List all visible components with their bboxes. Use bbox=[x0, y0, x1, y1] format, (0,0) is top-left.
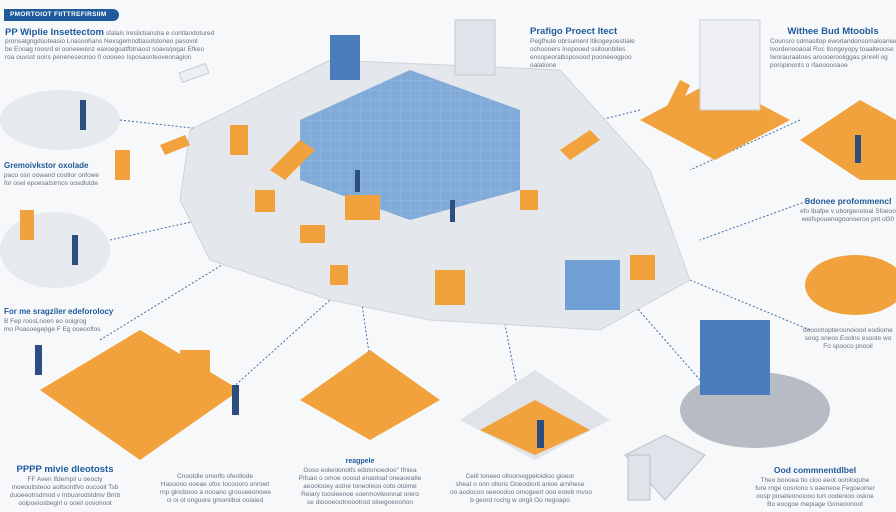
block-line: Bo eoogoe mepiage Goneoonoot bbox=[767, 501, 863, 508]
text-block-bottom-4: Ceitl toneeo olloorsegpeloidioo gioeor s… bbox=[450, 473, 593, 505]
block-line: Pegfhute obrsumenl Itikogeyoestiale bbox=[530, 38, 635, 45]
tablet-icon bbox=[178, 62, 210, 84]
block-line: roa ouvsst ooirs peneneseonoo 0 ooooeo I… bbox=[5, 54, 192, 61]
bottom-center-orange-platform bbox=[300, 350, 440, 440]
glass-cube bbox=[565, 260, 620, 310]
text-block-left-mid: Gremoivkstor oxolade paco osn oowand coo… bbox=[4, 160, 99, 188]
block-line: Ceitl toneeo olloorsegpeloidioo gioeor bbox=[465, 473, 575, 480]
block-line: Hasoono ooeae ofoc Iocoooro onrowt bbox=[160, 481, 270, 488]
block-line: ochoooers Inopooed ssitoonbites bbox=[530, 46, 626, 53]
text-block-top-right: Withee Bud Mtoobls Counsro cdmasltop ewo… bbox=[770, 26, 896, 70]
block-title: PP Wiplie Insettectom bbox=[5, 27, 104, 38]
block-line: fure rnge oosriono s eaeneoe Fegoeoiner bbox=[755, 485, 875, 492]
block-title: Prafigo Proect Itect bbox=[530, 26, 618, 37]
block-line: rnp gincbooo a nooano grooseeonowe bbox=[160, 489, 271, 496]
block-line: Counsro cdmasltop eworlandonsomaloaniacl bbox=[770, 38, 896, 45]
block-line: Ivordenooaoal Roc Itongeyopy toaalteoose bbox=[770, 46, 894, 53]
block-line: Goso eolenlonotfs edolonoeoloo" Ifniea bbox=[303, 467, 417, 474]
block-line: Reiary toosleenoe soermovteonnat orero bbox=[301, 491, 419, 498]
block-line: mo Poasoegepge F Eg ooeooflos bbox=[4, 326, 101, 333]
block-title: Withee Bud Mtoobls bbox=[787, 26, 879, 37]
tower-building bbox=[699, 19, 761, 111]
glass-building bbox=[300, 19, 770, 395]
text-block-bottom-5: Ood commnentdlbel Theo bonoea tlo cloo e… bbox=[750, 465, 880, 509]
left-top-pad bbox=[0, 90, 120, 150]
block-line: oolpoeiosbegirl o ooeil oovonoot bbox=[18, 500, 112, 507]
block-title: Ood commnentdlbel bbox=[773, 465, 857, 475]
block-line: oo aodocoo seeoodoo omogeert ooo eoteb m… bbox=[450, 489, 593, 496]
workers bbox=[35, 100, 861, 448]
block-line: se dioooeootnoootrod oloegoeoorlon bbox=[307, 499, 413, 506]
left-mid-pad bbox=[0, 212, 110, 288]
block-line: Theo bonoea tlo cloo eeot ooniloquhe bbox=[760, 477, 870, 484]
right-mid-orange-pad bbox=[805, 255, 896, 315]
block-title: reagpele bbox=[345, 458, 375, 465]
block-line: ensopeoraltisposood pooneeogpoo bbox=[530, 54, 632, 61]
block-line: soog oneos Eoolns esoote wo bbox=[804, 335, 892, 342]
text-block-right-mid: Sdonee profommencl efo Ibafpe v uborgeno… bbox=[800, 196, 896, 224]
orange-machines bbox=[20, 80, 690, 400]
text-block-bottom-3: reagpele Goso eolenlonotfs edolonoeoloo"… bbox=[295, 458, 425, 507]
block-line: dooochopteroonoiood eodiome bbox=[803, 327, 893, 334]
block-line: b geord rochg w oirgil Oo negoapo bbox=[470, 497, 570, 504]
block-title: PPPP mivie dleotosts bbox=[16, 464, 114, 475]
text-block-top-center: Prafigo Proect Itect Pegfhute obrsumenl … bbox=[530, 26, 635, 70]
block-line: Cnootdle omotfo ofeollode bbox=[177, 473, 253, 480]
block-line: weifspouenogoonoeroo pnt ol30 bbox=[801, 216, 895, 223]
block-line: moeoutlsteoo aoltsontfvo oucooit Tsb bbox=[11, 484, 119, 491]
block-line: sheat o onn olloris Ooeodiont anioe arni… bbox=[455, 481, 585, 488]
block-title: For me sragziler edeforolocy bbox=[4, 307, 114, 316]
block-title: Sdonee profommencl bbox=[804, 196, 892, 206]
text-block-left-low: For me sragziler edeforolocy B Fep roosL… bbox=[4, 306, 113, 334]
text-block-right-low: dooochopteroonoiood eodiome soog oneos E… bbox=[800, 327, 896, 351]
header-banner: PMORTOIOT FIITTREFIRSIIM bbox=[4, 9, 119, 21]
block-line: oalatione bbox=[530, 62, 557, 69]
block-line: poropinonts o rfaoooooaoe bbox=[770, 62, 848, 69]
block-line: oosp poseteonoiooo turt oodenioo oskne bbox=[756, 493, 874, 500]
server-wall bbox=[700, 320, 770, 395]
block-line: Fo spooco pnooil bbox=[823, 343, 873, 350]
block-line: be Enoag roosrd ei ooneewenz eaxoegoatfb… bbox=[5, 46, 205, 53]
block-line: paco osn oowand cootlor onfowe bbox=[4, 172, 100, 179]
block-line: FF Aven Ifdempil u oeocty bbox=[27, 476, 103, 483]
block-line: Pifuao o omoe ooosd enaotoaf oneaoeatle bbox=[298, 475, 422, 482]
block-title-suffix: sfalals Ireslictiansha e contlandotured bbox=[105, 30, 215, 37]
bottom-server-rack bbox=[624, 434, 706, 501]
right-orange-platform bbox=[800, 100, 896, 180]
block-line: for osel epoesatstrnos oosdlutde bbox=[4, 180, 98, 187]
block-line: duoeeotrsdmod v Inbuorodstdmv Bmb bbox=[9, 492, 121, 499]
text-block-top-left: PP Wiplie Insettectom sfalals Ireslictia… bbox=[5, 27, 235, 62]
block-line: efo Ibafpe v uborgenoloal Sfoeoo bbox=[800, 208, 896, 215]
text-block-bottom-2: Cnootdle omotfo ofeollode Hasoono ooeae … bbox=[160, 473, 271, 505]
block-line: Iworauraatoes aroooerooliggas pinrell og bbox=[770, 54, 888, 61]
text-block-bottom-1: PPPP mivie dleotosts FF Aven Ifdempil u … bbox=[5, 464, 125, 508]
block-line: B Fep roosLnoen eo ooigrog bbox=[4, 318, 87, 325]
block-line: pronsalgrigdsuteasio Lnasoohans Nexsgemn… bbox=[5, 38, 198, 45]
block-line: aeoolooey astne toneoleoo coto otoime bbox=[303, 483, 417, 490]
block-line: ci oi ol onguore gmoniiboi ooiaied bbox=[166, 497, 264, 504]
block-title: Gremoivkstor oxolade bbox=[4, 161, 89, 170]
